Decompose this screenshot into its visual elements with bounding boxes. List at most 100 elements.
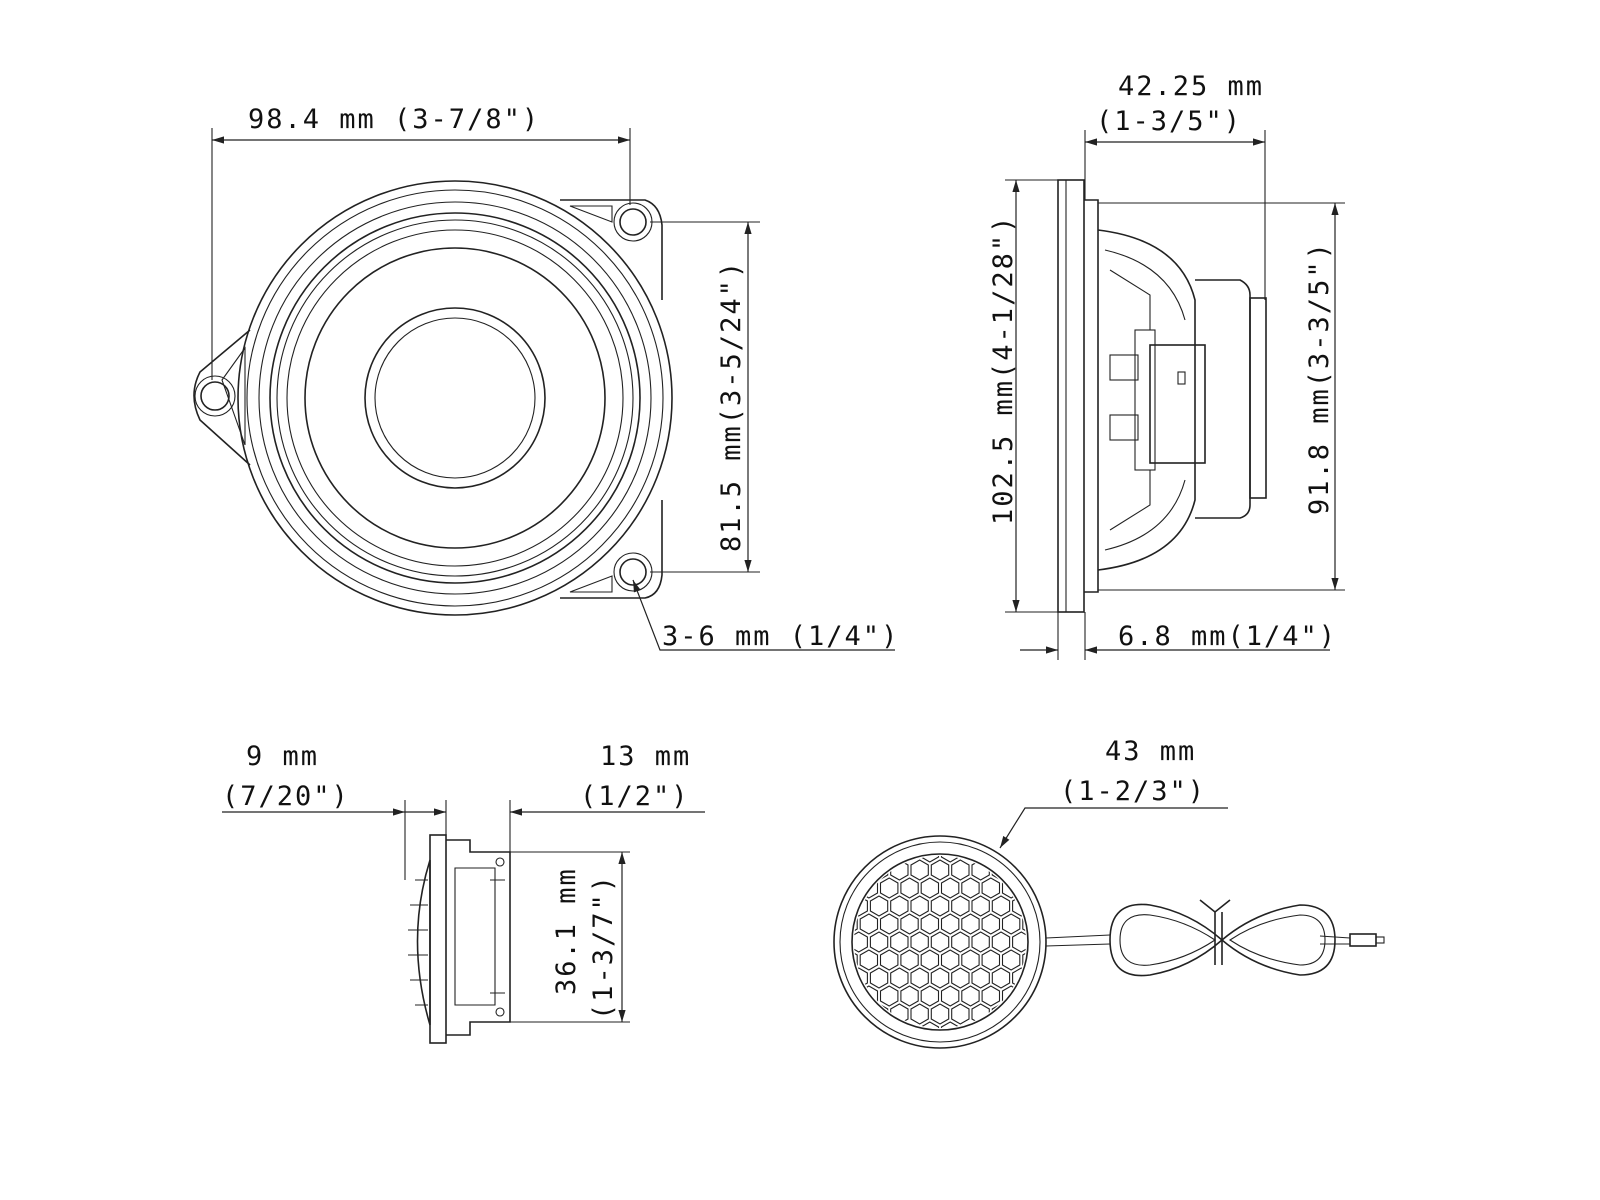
grill-hole: [1012, 895, 1026, 917]
tweeter-front-dimensions: 43 mm (1-2/3"): [999, 736, 1228, 849]
grill-hole: [1001, 949, 1021, 971]
grill-hole: [981, 985, 1001, 1007]
grill-hole: [940, 985, 960, 1007]
grill-hole: [930, 895, 950, 917]
grill-hole: [920, 985, 940, 1007]
grill-hole: [859, 985, 879, 1007]
mount-diameter-label-inches: (1-3/7"): [588, 874, 619, 1020]
tweeter-cable: [1109, 903, 1336, 977]
mount-diameter-label: 36.1 mm: [551, 867, 582, 995]
grill-hole: [900, 913, 919, 935]
grill-hole: [854, 895, 868, 917]
grill-hole: [859, 949, 879, 971]
woofer-front-dimensions: 98.4 mm (3-7/8") 81.5 mm(3-5/24") 3-6 mm…: [211, 104, 899, 652]
grill-hole: [910, 967, 929, 989]
grill-hole: [930, 967, 950, 989]
grill-hole: [1022, 913, 1026, 935]
grill-hole: [920, 913, 940, 935]
grill-hole: [1001, 985, 1021, 1007]
grill-hole: [991, 931, 1011, 953]
grill-hole: [961, 913, 980, 935]
grill-hole: [890, 967, 909, 989]
grill-hole: [910, 895, 929, 917]
grill-hole: [951, 1003, 970, 1025]
tweeter-grill: [854, 856, 1026, 1028]
grill-hole: [859, 877, 879, 899]
mount-depth-label-inches: (1/2"): [580, 781, 690, 812]
grill-hole: [930, 1003, 950, 1025]
tweeter-diameter-label-inches: (1-2/3"): [1060, 776, 1206, 807]
tweeter-side-dimensions: 9 mm (7/20") 13 mm (1/2") 36.1 mm (1-3/7…: [222, 741, 705, 1023]
bottom-mount-ear: [560, 500, 663, 599]
woofer-width-label: 98.4 mm (3-7/8"): [248, 104, 540, 135]
depth-label-inches: (1-3/5"): [1096, 106, 1242, 137]
grill-hole: [920, 949, 940, 971]
grill-hole: [930, 859, 950, 881]
grill-hole: [920, 1021, 940, 1028]
grill-hole: [991, 967, 1011, 989]
grill-hole: [940, 949, 960, 971]
grill-hole: [890, 859, 909, 881]
grill-hole: [854, 949, 858, 971]
grill-hole: [859, 913, 879, 935]
grill-hole: [910, 859, 929, 881]
grill-hole: [940, 1021, 960, 1028]
mount-depth-label: 13 mm: [600, 741, 691, 772]
grill-hole: [981, 949, 1001, 971]
grill-hole: [1001, 877, 1021, 899]
grill-hole: [981, 913, 1001, 935]
grill-hole: [951, 859, 970, 881]
grill-hole: [879, 913, 899, 935]
cutout-diameter-label: 91.8 mm(3-3/5"): [1304, 241, 1335, 515]
grill-hole: [971, 1003, 990, 1025]
grill-hole: [961, 985, 980, 1007]
tweeter-side-view: [408, 834, 511, 1044]
depth-label: 42.25 mm: [1118, 71, 1264, 102]
woofer-side-dimensions: 42.25 mm (1-3/5") 102.5 mm(4-1/28") 91.8…: [988, 71, 1345, 660]
hole-size-label: 3-6 mm (1/4"): [662, 621, 899, 652]
grill-hole: [854, 967, 868, 989]
grill-hole: [920, 877, 940, 899]
grill-hole: [951, 967, 970, 989]
grill-hole: [1001, 913, 1021, 935]
grill-hole: [920, 856, 940, 863]
grill-hole: [940, 856, 960, 863]
grill-hole: [900, 949, 919, 971]
top-mount-ear: [560, 199, 663, 300]
grill-hole: [1012, 967, 1026, 989]
flange-thickness-label: 6.8 mm(1/4"): [1118, 621, 1337, 652]
left-mount-ear: [193, 329, 251, 466]
grill-hole: [951, 931, 970, 953]
grill-hole: [940, 877, 960, 899]
grill-hole: [869, 931, 889, 953]
grill-hole: [930, 931, 950, 953]
flange-diameter-label: 102.5 mm(4-1/28"): [988, 215, 1019, 525]
tweeter-diameter-label: 43 mm: [1105, 736, 1196, 767]
grill-hole: [940, 913, 960, 935]
grill-hole: [869, 967, 889, 989]
grill-hole: [1012, 931, 1026, 953]
grill-hole: [890, 1003, 909, 1025]
grill-hole: [890, 931, 909, 953]
grill-hole: [971, 895, 990, 917]
grill-hole: [890, 895, 909, 917]
grill-hole: [971, 931, 990, 953]
grill-hole: [961, 877, 980, 899]
grill-hole: [854, 913, 858, 935]
grill-hole: [854, 931, 868, 953]
grill-hole: [869, 895, 889, 917]
grill-hole: [991, 895, 1011, 917]
woofer-front-view: [193, 180, 673, 616]
grill-hole: [879, 949, 899, 971]
grill-hole: [910, 931, 929, 953]
grill-hole: [951, 895, 970, 917]
grill-hole: [971, 859, 990, 881]
grill-hole: [1022, 949, 1026, 971]
tweeter-front-view: [833, 835, 1385, 1049]
front-depth-label-inches: (7/20"): [222, 781, 350, 812]
hole-spacing-label: 81.5 mm(3-5/24"): [716, 260, 747, 552]
grill-hole: [879, 985, 899, 1007]
grill-hole: [900, 877, 919, 899]
